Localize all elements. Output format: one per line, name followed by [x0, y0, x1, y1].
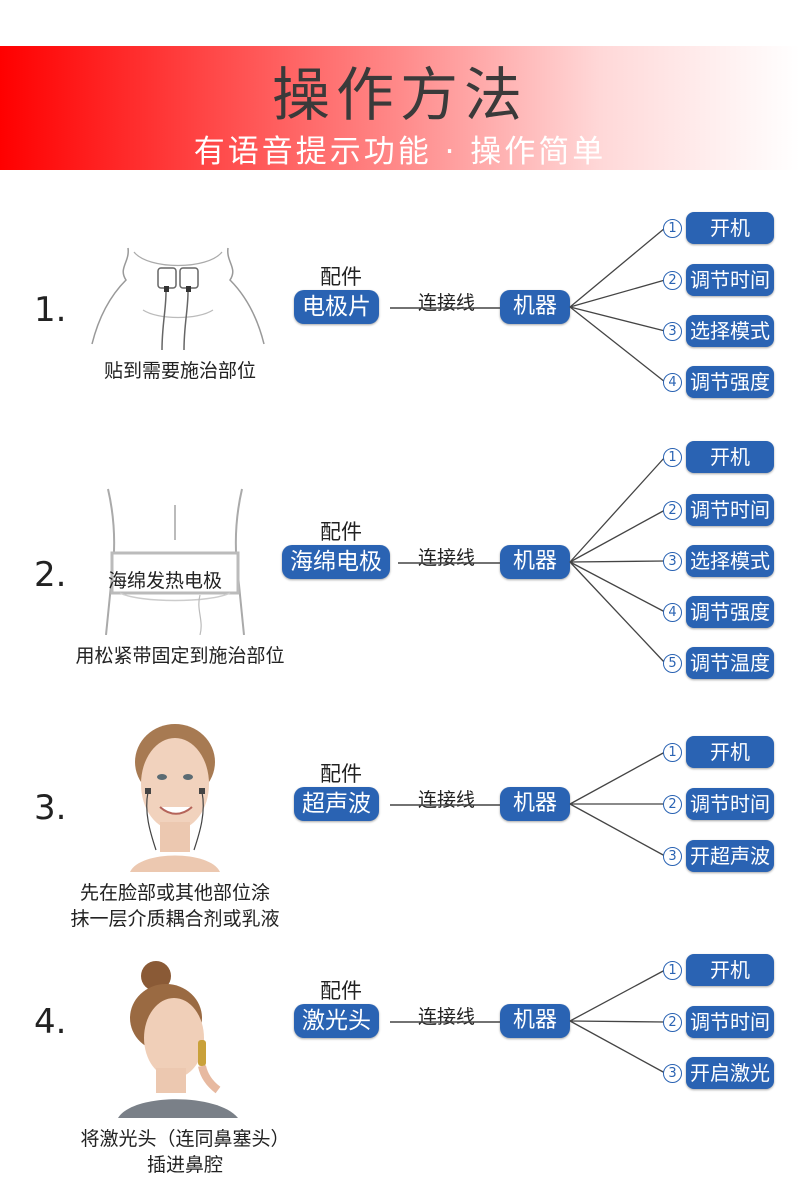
step-caption: 用松紧带固定到施治部位 [75, 645, 285, 667]
neck-electrode-illustration [91, 247, 265, 351]
accessory-label: 配件 [320, 762, 362, 786]
accessory-electrode-pad[interactable]: 电极片 [294, 290, 379, 324]
accessory-label: 配件 [320, 979, 362, 1003]
machine-node[interactable]: 机器 [500, 1004, 570, 1038]
option-power-on[interactable]: 开机 [686, 954, 774, 986]
option-marker: 2 [663, 271, 682, 290]
option-adjust-temperature[interactable]: 调节温度 [686, 647, 774, 679]
option-marker: 5 [663, 654, 682, 673]
option-marker: 4 [663, 603, 682, 622]
option-select-mode[interactable]: 选择模式 [686, 545, 774, 577]
option-marker: 4 [663, 373, 682, 392]
option-marker: 1 [663, 448, 682, 467]
option-marker: 1 [663, 219, 682, 238]
option-start-laser[interactable]: 开启激光 [686, 1057, 774, 1089]
option-marker: 1 [663, 743, 682, 762]
step-caption: 先在脸部或其他部位涂 抹一层介质耦合剂或乳液 [70, 882, 280, 930]
accessory-laser-head[interactable]: 激光头 [294, 1004, 379, 1038]
face-ultrasound-photo [130, 724, 220, 872]
option-marker: 3 [663, 322, 682, 341]
option-start-ultrasound[interactable]: 开超声波 [686, 840, 774, 872]
belt-overlay-label: 海绵发热电极 [108, 570, 223, 592]
option-adjust-time[interactable]: 调节时间 [686, 494, 774, 526]
option-marker: 3 [663, 1064, 682, 1083]
machine-node[interactable]: 机器 [500, 787, 570, 821]
option-marker: 3 [663, 847, 682, 866]
step-number: 3. [34, 788, 67, 828]
option-adjust-intensity[interactable]: 调节强度 [686, 596, 774, 628]
machine-node[interactable]: 机器 [500, 545, 570, 579]
accessory-ultrasound[interactable]: 超声波 [294, 787, 379, 821]
option-select-mode[interactable]: 选择模式 [686, 315, 774, 347]
option-adjust-time[interactable]: 调节时间 [686, 788, 774, 820]
page-subtitle: 有语音提示功能 · 操作简单 [193, 134, 607, 170]
option-marker: 1 [663, 961, 682, 980]
step-caption: 将激光头（连同鼻塞头） 插进鼻腔 [80, 1128, 290, 1176]
option-marker: 3 [663, 552, 682, 571]
option-power-on[interactable]: 开机 [686, 212, 774, 244]
option-marker: 2 [663, 501, 682, 520]
option-power-on[interactable]: 开机 [686, 441, 774, 473]
step-number: 2. [34, 555, 67, 595]
page-title: 操作方法 [271, 61, 528, 129]
step-number: 1. [34, 290, 67, 330]
accessory-label: 配件 [320, 520, 362, 544]
option-power-on[interactable]: 开机 [686, 736, 774, 768]
option-marker: 2 [663, 1013, 682, 1032]
nose-laser-photo [118, 961, 238, 1118]
waist-belt-illustration [105, 488, 245, 635]
step-caption: 贴到需要施治部位 [103, 360, 256, 382]
option-marker: 2 [663, 795, 682, 814]
accessory-sponge-electrode[interactable]: 海绵电极 [282, 545, 390, 579]
step-number: 4. [34, 1002, 67, 1042]
machine-node[interactable]: 机器 [500, 290, 570, 324]
option-adjust-intensity[interactable]: 调节强度 [686, 366, 774, 398]
accessory-label: 配件 [320, 265, 362, 289]
header-banner: 操作方法 有语音提示功能 · 操作简单 [0, 46, 800, 170]
option-adjust-time[interactable]: 调节时间 [686, 1006, 774, 1038]
option-adjust-time[interactable]: 调节时间 [686, 264, 774, 296]
